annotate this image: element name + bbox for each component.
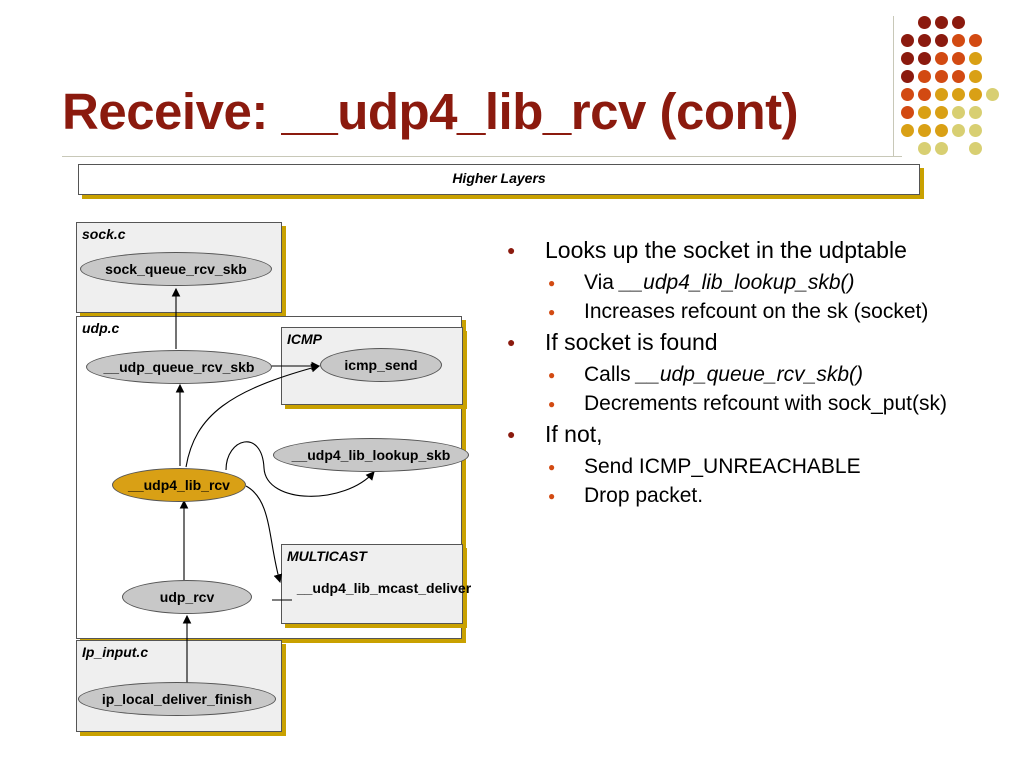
node-udp4-lib-mcast-deliver: __udp4_lib_mcast_deliver [296, 580, 472, 596]
node-udp-rcv: udp_rcv [122, 580, 252, 614]
sub-bullet-item: Calls __udp_queue_rcv_skb() [505, 362, 985, 388]
decor-dot [918, 142, 931, 155]
decor-dot [986, 88, 999, 101]
decor-dot [935, 16, 948, 29]
icmp-label: ICMP [287, 331, 322, 347]
decor-dot [969, 34, 982, 47]
ip-input-c-label: Ip_input.c [82, 644, 149, 660]
decor-dot [935, 124, 948, 137]
decor-dot [969, 124, 982, 137]
decor-dot [935, 34, 948, 47]
decor-dot [901, 52, 914, 65]
decor-dot [952, 34, 965, 47]
decor-dot [952, 106, 965, 119]
decor-dot [918, 34, 931, 47]
decor-dot [969, 52, 982, 65]
higher-layers-box: Higher Layers [78, 164, 920, 195]
decor-dot [952, 52, 965, 65]
decor-dot [918, 16, 931, 29]
decor-dot [969, 106, 982, 119]
node-icmp-send: icmp_send [320, 348, 442, 382]
sub-bullet-text: Via [584, 271, 620, 294]
node-udp4-lib-lookup-skb: __udp4_lib_lookup_skb [273, 438, 469, 472]
multicast-box: MULTICAST [281, 544, 463, 624]
sub-bullet-code: __udp4_lib_lookup_skb() [619, 271, 855, 294]
decor-dot [918, 88, 931, 101]
sub-bullet-item: Send ICMP_UNREACHABLE [505, 454, 985, 480]
sub-bullet-item: Drop packet. [505, 483, 985, 509]
decor-dot-grid [901, 12, 1015, 172]
node-udp-queue-rcv-skb: __udp_queue_rcv_skb [86, 350, 272, 384]
sub-bullet-item: Decrements refcount with sock_put(sk) [505, 391, 985, 417]
decor-dot [901, 70, 914, 83]
decor-dot [952, 88, 965, 101]
decor-dot [901, 124, 914, 137]
decor-dot [901, 34, 914, 47]
sub-bullet-text: Decrements refcount with sock_put(sk) [584, 392, 947, 415]
decor-dot [935, 88, 948, 101]
sub-bullet-text: Send ICMP_UNREACHABLE [584, 455, 861, 478]
decor-dot [935, 142, 948, 155]
udp-c-label: udp.c [82, 320, 120, 336]
decor-dot [935, 106, 948, 119]
decor-dot [918, 70, 931, 83]
decor-dot [969, 70, 982, 83]
decor-horizontal-rule [62, 156, 902, 157]
decor-dot [952, 16, 965, 29]
decor-dot [918, 52, 931, 65]
bullet-list: Looks up the socket in the udptable Via … [505, 236, 985, 512]
node-sock-queue-rcv-skb: sock_queue_rcv_skb [80, 252, 272, 286]
decor-dot [969, 142, 982, 155]
decor-dot [901, 106, 914, 119]
decor-dot [901, 88, 914, 101]
sub-bullet-text: Drop packet. [584, 484, 704, 507]
decor-dot [935, 52, 948, 65]
node-ip-local-deliver-finish: ip_local_deliver_finish [78, 682, 276, 716]
sub-bullet-text: Calls [584, 363, 637, 386]
decor-dot [935, 70, 948, 83]
higher-layers-label: Higher Layers [452, 170, 546, 186]
sub-bullet-text: Increases refcount on the sk (socket) [584, 300, 929, 323]
bullet-item: If not, [505, 420, 985, 448]
decor-dot [918, 106, 931, 119]
decor-dot [969, 88, 982, 101]
node-udp4-lib-rcv: __udp4_lib_rcv [112, 468, 246, 502]
bullet-item: If socket is found [505, 328, 985, 356]
sub-bullet-code: __udp_queue_rcv_skb() [636, 363, 864, 386]
multicast-label: MULTICAST [287, 548, 367, 564]
decor-dot [952, 70, 965, 83]
slide-title: Receive: __udp4_lib_rcv (cont) [62, 83, 799, 140]
decor-dot [918, 124, 931, 137]
decor-vertical-rule [893, 16, 894, 156]
bullet-item: Looks up the socket in the udptable [505, 236, 985, 264]
sub-bullet-item: Via __udp4_lib_lookup_skb() [505, 270, 985, 296]
sock-c-label: sock.c [82, 226, 126, 242]
decor-dot [952, 124, 965, 137]
sub-bullet-item: Increases refcount on the sk (socket) [505, 299, 985, 325]
